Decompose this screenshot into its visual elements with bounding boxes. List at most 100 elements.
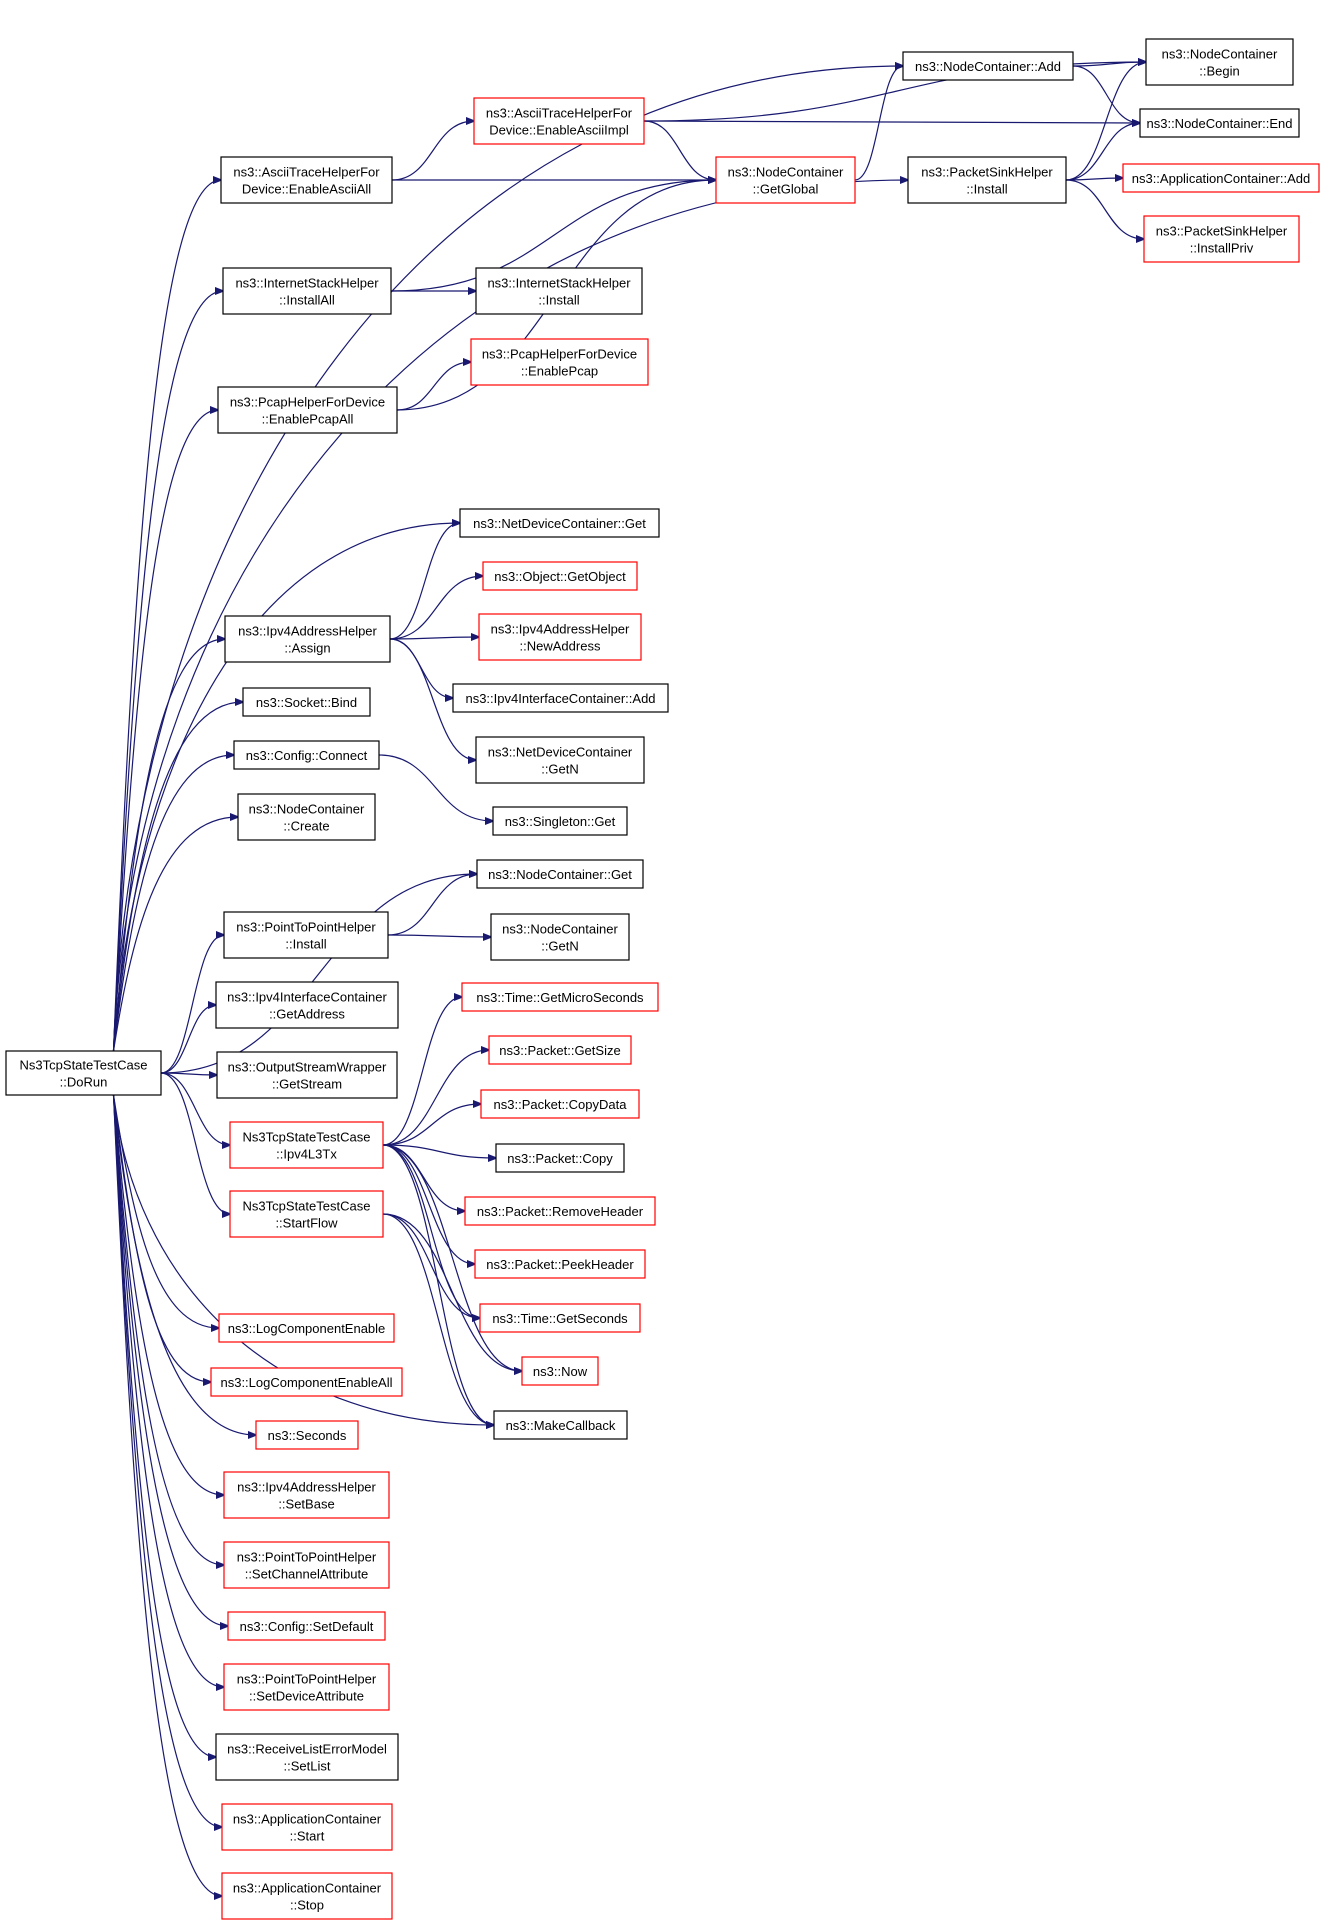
node-box xyxy=(242,687,371,717)
node-box xyxy=(223,1471,390,1519)
node-label: ns3::NodeContainer xyxy=(1162,47,1278,62)
node-nc-begin[interactable]: ns3::NodeContainer::Begin xyxy=(1145,38,1294,86)
node-box xyxy=(223,1541,390,1589)
node-socket-bind[interactable]: ns3::Socket::Bind xyxy=(242,687,371,717)
node-label: ::Stop xyxy=(290,1898,324,1913)
node-label: ns3::OutputStreamWrapper xyxy=(228,1060,387,1075)
edge-root-to-set-base xyxy=(112,1094,225,1495)
edge-root-to-ps-install xyxy=(112,180,909,1052)
node-pkt-get-size[interactable]: ns3::Packet::GetSize xyxy=(488,1035,632,1065)
node-nc-end[interactable]: ns3::NodeContainer::End xyxy=(1139,108,1300,138)
node-pkt-copy[interactable]: ns3::Packet::Copy xyxy=(495,1143,625,1173)
node-get-object[interactable]: ns3::Object::GetObject xyxy=(482,561,638,591)
edge-root-to-get-stream xyxy=(160,1073,217,1075)
node-label: ::Start xyxy=(290,1829,325,1844)
node-box xyxy=(221,1803,393,1851)
node-label: Ns3TcpStateTestCase xyxy=(20,1058,148,1073)
node-label: ::Assign xyxy=(284,641,330,656)
edge-root-to-set-list xyxy=(112,1094,217,1757)
edge-root-to-socket-bind xyxy=(112,702,244,1052)
edge-ipv4-l3-tx-to-now xyxy=(382,1144,522,1371)
node-iic-add[interactable]: ns3::Ipv4InterfaceContainer::Add xyxy=(452,683,669,713)
node-set-device-attr[interactable]: ns3::PointToPointHelper::SetDeviceAttrib… xyxy=(223,1663,390,1711)
edge-root-to-nc-add xyxy=(112,66,904,1052)
node-box xyxy=(218,1313,395,1343)
node-label: ::Ipv4L3Tx xyxy=(276,1147,337,1162)
node-now[interactable]: ns3::Now xyxy=(521,1356,599,1386)
node-nc-get-n[interactable]: ns3::NodeContainer::GetN xyxy=(490,913,630,961)
node-nc-create[interactable]: ns3::NodeContainer::Create xyxy=(237,793,376,841)
node-time-get-micro[interactable]: ns3::Time::GetMicroSeconds xyxy=(461,982,659,1012)
node-label: ns3::Ipv4InterfaceContainer::Add xyxy=(465,691,655,706)
node-ps-install-priv[interactable]: ns3::PacketSinkHelper::InstallPriv xyxy=(1143,215,1300,263)
node-box xyxy=(492,806,628,836)
node-label: ns3::Packet::PeekHeader xyxy=(486,1257,634,1272)
node-box xyxy=(233,740,380,770)
node-label: ns3::ApplicationContainer xyxy=(233,1812,382,1827)
node-box xyxy=(5,1050,162,1096)
node-root[interactable]: Ns3TcpStateTestCase::DoRun xyxy=(5,1050,162,1096)
node-box xyxy=(220,156,393,204)
node-enable-ascii-impl[interactable]: ns3::AsciiTraceHelperForDevice::EnableAs… xyxy=(473,97,645,145)
node-log-enable[interactable]: ns3::LogComponentEnable xyxy=(218,1313,395,1343)
node-p2p-install[interactable]: ns3::PointToPointHelper::Install xyxy=(223,911,389,959)
edge-ps-install-to-ps-install-priv xyxy=(1065,179,1144,239)
node-ipv4-l3-tx[interactable]: Ns3TcpStateTestCase::Ipv4L3Tx xyxy=(229,1121,384,1169)
node-config-connect[interactable]: ns3::Config::Connect xyxy=(233,740,380,770)
node-box xyxy=(255,1420,359,1450)
node-time-get-seconds[interactable]: ns3::Time::GetSeconds xyxy=(479,1303,641,1333)
node-app-start[interactable]: ns3::ApplicationContainer::Start xyxy=(221,1803,393,1851)
node-pkt-remove-header[interactable]: ns3::Packet::RemoveHeader xyxy=(464,1196,656,1226)
node-set-list[interactable]: ns3::ReceiveListErrorModel::SetList xyxy=(215,1733,399,1781)
node-assign[interactable]: ns3::Ipv4AddressHelper::Assign xyxy=(224,615,391,663)
node-label: ns3::NodeContainer::End xyxy=(1147,116,1293,131)
node-enable-pcap[interactable]: ns3::PcapHelperForDevice::EnablePcap xyxy=(470,338,649,386)
node-box xyxy=(480,1089,640,1119)
node-iic-get-address[interactable]: ns3::Ipv4InterfaceContainer::GetAddress xyxy=(215,981,399,1029)
node-ndc-get[interactable]: ns3::NetDeviceContainer::Get xyxy=(459,508,660,538)
node-label: ns3::Packet::GetSize xyxy=(499,1043,620,1058)
edge-nc-get-global-to-nc-add xyxy=(854,66,903,181)
node-pkt-peek-header[interactable]: ns3::Packet::PeekHeader xyxy=(474,1249,646,1279)
edge-p2p-install-to-nc-get xyxy=(387,874,477,936)
node-label: ns3::Ipv4InterfaceContainer xyxy=(227,990,387,1005)
node-enable-ascii-all[interactable]: ns3::AsciiTraceHelperForDevice::EnableAs… xyxy=(220,156,393,204)
node-app-add[interactable]: ns3::ApplicationContainer::Add xyxy=(1122,163,1320,193)
node-box xyxy=(227,1611,386,1641)
node-ndc-get-n[interactable]: ns3::NetDeviceContainer::GetN xyxy=(475,736,645,784)
node-box xyxy=(521,1356,599,1386)
node-new-address[interactable]: ns3::Ipv4AddressHelper::NewAddress xyxy=(478,613,642,661)
node-label: ns3::PcapHelperForDevice xyxy=(230,395,385,410)
node-box xyxy=(237,793,376,841)
node-label: ns3::AsciiTraceHelperFor xyxy=(486,106,633,121)
node-ish-install-all[interactable]: ns3::InternetStackHelper::InstallAll xyxy=(222,267,392,315)
node-box xyxy=(1145,38,1294,86)
node-get-stream[interactable]: ns3::OutputStreamWrapper::GetStream xyxy=(216,1051,398,1099)
node-pkt-copy-data[interactable]: ns3::Packet::CopyData xyxy=(480,1089,640,1119)
node-start-flow[interactable]: Ns3TcpStateTestCase::StartFlow xyxy=(229,1190,384,1238)
node-singleton-get[interactable]: ns3::Singleton::Get xyxy=(492,806,628,836)
edge-root-to-log-enable xyxy=(112,1094,220,1328)
edge-start-flow-to-make-callback xyxy=(382,1213,494,1425)
node-nc-add[interactable]: ns3::NodeContainer::Add xyxy=(902,51,1074,81)
node-label: ns3::PacketSinkHelper xyxy=(1156,224,1288,239)
node-app-stop[interactable]: ns3::ApplicationContainer::Stop xyxy=(221,1872,393,1920)
node-nc-get-global[interactable]: ns3::NodeContainer::GetGlobal xyxy=(715,156,856,204)
node-ps-install[interactable]: ns3::PacketSinkHelper::Install xyxy=(907,156,1067,204)
node-box xyxy=(715,156,856,204)
node-set-base[interactable]: ns3::Ipv4AddressHelper::SetBase xyxy=(223,1471,390,1519)
node-label: ns3::PcapHelperForDevice xyxy=(482,347,637,362)
node-ish-install[interactable]: ns3::InternetStackHelper::Install xyxy=(475,267,643,315)
edge-assign-to-get-object xyxy=(389,576,483,640)
node-box xyxy=(215,1733,399,1781)
node-enable-pcap-all[interactable]: ns3::PcapHelperForDevice::EnablePcapAll xyxy=(217,386,398,434)
node-log-enable-all[interactable]: ns3::LogComponentEnableAll xyxy=(210,1367,403,1397)
node-box xyxy=(479,1303,641,1333)
node-set-default[interactable]: ns3::Config::SetDefault xyxy=(227,1611,386,1641)
node-set-channel-attr[interactable]: ns3::PointToPointHelper::SetChannelAttri… xyxy=(223,1541,390,1589)
node-seconds[interactable]: ns3::Seconds xyxy=(255,1420,359,1450)
node-label: ns3::Object::GetObject xyxy=(494,569,626,584)
node-make-callback[interactable]: ns3::MakeCallback xyxy=(493,1410,628,1440)
node-nc-get[interactable]: ns3::NodeContainer::Get xyxy=(476,859,644,889)
edge-ipv4-l3-tx-to-make-callback xyxy=(382,1144,494,1425)
